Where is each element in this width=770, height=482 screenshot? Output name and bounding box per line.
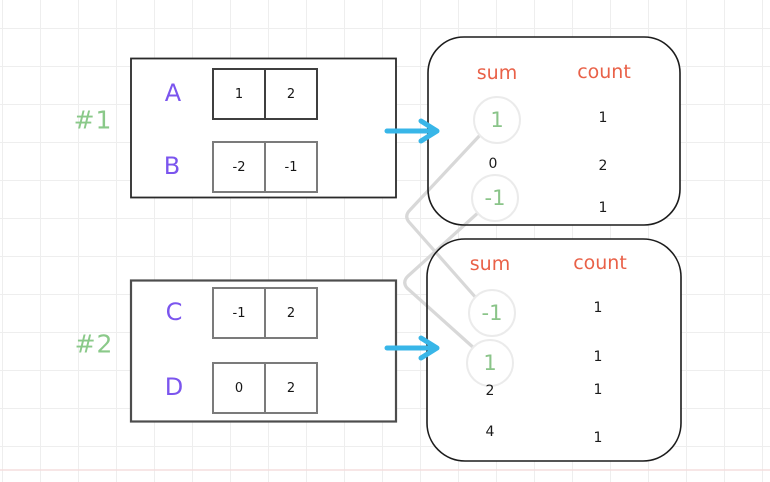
- array-d-cell-1: 2: [266, 362, 318, 414]
- array-c-cells: -1 2: [212, 287, 318, 339]
- table-2-count-header: count: [573, 252, 627, 274]
- array-c-cell-0: -1: [212, 287, 266, 339]
- table-1-sum-value-circled: -1: [471, 174, 519, 222]
- table-1-sum-header: sum: [476, 62, 518, 84]
- table-2-count-value: 1: [593, 300, 603, 316]
- table-2-sum-value: 2: [485, 383, 495, 399]
- table-1-count-value: 1: [598, 200, 608, 216]
- table-1-sum-value-circled: 1: [473, 96, 521, 144]
- sum-table-2-fill: [427, 239, 681, 461]
- table-2-sum-value-circled: 1: [466, 339, 514, 387]
- table-1-count-header: count: [577, 61, 631, 83]
- array-c-cell-1: 2: [266, 287, 318, 339]
- array-b-label: B: [163, 152, 181, 180]
- array-d-label: D: [164, 373, 184, 401]
- grid-accent-line: [0, 469, 770, 471]
- table-2-sum-header: sum: [469, 253, 511, 275]
- flow-arrow-1-icon: [384, 118, 440, 144]
- array-a-cells: 1 2: [212, 68, 318, 120]
- connector-line-1: [405, 131, 484, 301]
- table-2-count-value: 1: [593, 382, 603, 398]
- table-1-count-value: 2: [598, 158, 608, 174]
- table-2-sum-value: 4: [485, 424, 495, 440]
- flow-arrow-2-icon: [384, 335, 440, 361]
- array-b-cell-0: -2: [212, 141, 266, 193]
- array-a-cell-1: 2: [266, 68, 318, 120]
- connector-line-2: [403, 209, 482, 351]
- table-2-count-value: 1: [593, 349, 603, 365]
- array-c-label: C: [165, 298, 183, 326]
- table-1-count-value: 1: [598, 110, 608, 126]
- sum-table-1-fill: [428, 37, 680, 225]
- array-b-cells: -2 -1: [212, 141, 318, 193]
- array-b-cell-1: -1: [266, 141, 318, 193]
- array-a-cell-0: 1: [212, 68, 266, 120]
- array-d-cell-0: 0: [212, 362, 266, 414]
- table-2-sum-value-circled: -1: [468, 289, 516, 337]
- array-d-cells: 0 2: [212, 362, 318, 414]
- table-1-sum-value: 0: [488, 156, 498, 172]
- group-2-label: #2: [74, 329, 114, 359]
- group-1-label: #1: [73, 105, 113, 135]
- array-a-label: A: [164, 79, 182, 107]
- table-2-count-value: 1: [593, 430, 603, 446]
